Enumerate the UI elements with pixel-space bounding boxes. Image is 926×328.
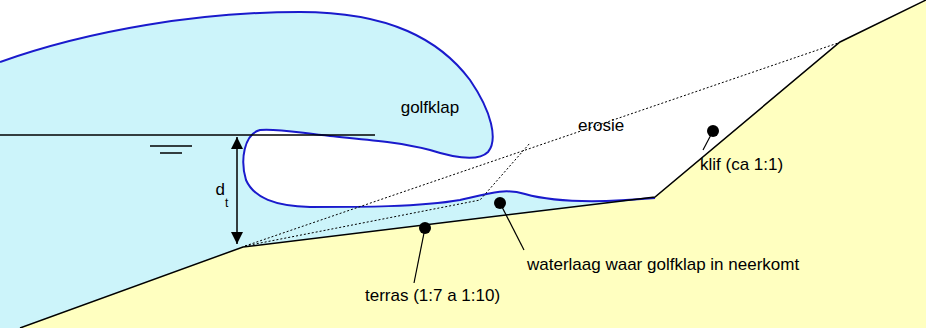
water-level <box>0 134 375 136</box>
terrace-label: terras (1:7 a 1:10) <box>365 287 500 306</box>
depth-subscript: t <box>225 197 228 210</box>
leader-line <box>414 228 425 283</box>
intermediate-profile <box>245 143 530 246</box>
original-profile <box>245 43 838 246</box>
water-fill <box>0 12 655 328</box>
depth-dimension <box>236 137 238 244</box>
leader-line <box>500 203 524 250</box>
leader-line <box>703 131 713 150</box>
water-symbol <box>150 145 192 147</box>
wave-outline <box>0 12 655 207</box>
erosion-label: erosie <box>578 117 624 136</box>
depth-symbol: d <box>216 181 225 200</box>
wave-label: golfklap <box>401 99 460 118</box>
water-layer-label: waterlaag waar golfklap in neerkomt <box>527 256 799 275</box>
water-symbol <box>160 152 182 154</box>
cliff-label: klif (ca 1:1) <box>700 156 783 175</box>
ground-outline <box>20 0 926 328</box>
